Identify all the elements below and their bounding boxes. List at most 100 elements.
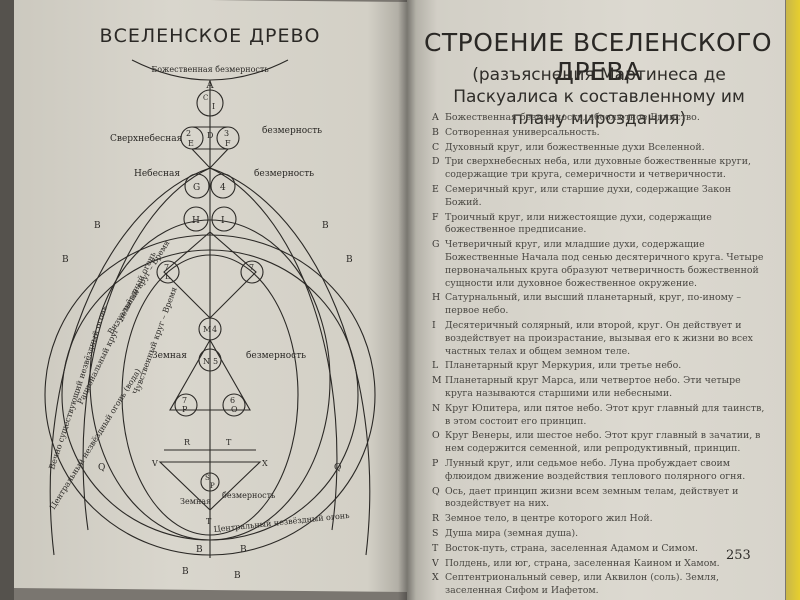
legend-key: C — [432, 141, 440, 153]
letter-B1: B — [94, 221, 101, 231]
letter-D: D — [207, 131, 213, 140]
legend-text: Сатурнальный, или высший планетарный, кр… — [445, 292, 742, 317]
legend-key: H — [432, 292, 441, 304]
number-6: 6 — [230, 396, 235, 405]
circle-S — [200, 472, 220, 492]
legend-item: C Духовный круг, или божественные духи Вс… — [432, 142, 768, 155]
letter-P: P — [182, 405, 188, 414]
circle-L — [156, 260, 180, 284]
legend-key: D — [432, 156, 440, 168]
letter-R: R — [184, 438, 191, 447]
legend-key: M — [432, 375, 442, 387]
circle-I-mid — [211, 206, 237, 232]
letter-C: C — [203, 94, 208, 102]
legend-text: Семеричный круг, или старшие духи, содер… — [445, 183, 732, 208]
legend-key: I — [432, 319, 436, 331]
legend-text: Троичный круг, или нижестоящие духи, сод… — [445, 211, 712, 236]
legend-text: Душа мира (земная душа). — [445, 527, 579, 539]
legend-key: X — [432, 572, 439, 584]
legend-item: Q Ось, дает принцип жизни всем земным тел… — [432, 486, 768, 512]
letter-O: O — [231, 405, 238, 414]
letter-E: E — [188, 139, 194, 148]
letter-G: G — [193, 183, 200, 193]
legend-text: Божественная безмерность, абсолютное Еди… — [445, 112, 700, 123]
label-supra: Сверхнебесная — [110, 133, 183, 144]
circle-sensitive — [121, 254, 299, 536]
legend-text: Земное тело, в центре которого жил Ной. — [445, 513, 653, 525]
letter-T-top: T — [226, 438, 232, 447]
letter-B6: B — [240, 545, 247, 555]
legend-key: G — [432, 239, 440, 251]
legend-text: Восток-путь, страна, заселенная Адамом и… — [445, 542, 698, 554]
legend-text: Планетарный круг Марса, или четвертое не… — [445, 375, 741, 399]
legend-key: Q — [432, 485, 440, 497]
letter-S: S — [205, 474, 210, 482]
triangle-lower — [169, 338, 251, 411]
letter-I-top: I — [212, 102, 215, 111]
top-arc — [131, 59, 289, 81]
label-arc-sensitive: Чувственный круг – Время — [131, 286, 178, 396]
legend-text: Четверичный круг, или младшие духи, соде… — [445, 239, 764, 289]
letter-B3: B — [62, 255, 69, 265]
letter-I-mid: I — [221, 216, 225, 226]
letter-B5: B — [196, 545, 203, 555]
letter-Q1: Q — [98, 463, 105, 473]
book-edge-right — [786, 0, 800, 600]
right-page — [407, 0, 785, 600]
legend-key: E — [432, 183, 439, 195]
number-7-right: 7 — [249, 263, 254, 272]
legend-item: V Полдень, или юг, страна, заселенная Каи… — [432, 558, 768, 571]
triangle-bottom — [158, 461, 262, 511]
letter-B8: B — [234, 571, 241, 581]
circle-large-outer — [44, 234, 376, 556]
number-4-mid: 4 — [212, 325, 217, 334]
circle-P — [174, 393, 198, 417]
book-edge-left — [0, 0, 14, 600]
label-arc-bottom-right: Центральный незвёздный огонь — [213, 511, 350, 534]
book-gutter — [398, 0, 416, 600]
circle-N — [198, 348, 222, 372]
circle-7r — [240, 260, 264, 284]
legend-item: H Сатурнальный, или высший планетарный, к… — [432, 292, 768, 318]
legend-key: F — [432, 211, 439, 223]
letter-N: N — [203, 357, 210, 366]
legend-text: Полдень, или юг, страна, заселенная Каин… — [445, 557, 720, 569]
legend-text: Круг Юпитера, или пятое небо. Этот круг … — [445, 402, 765, 427]
circle-visual — [89, 219, 331, 541]
label-land: Земная — [180, 497, 211, 506]
legend-item: G Четверичный круг, или младшие духи, сод… — [432, 239, 768, 290]
legend-item: F Троичный круг, или нижестоящие духи, со… — [432, 212, 768, 238]
legend-text: Духовный круг, или божественные духи Все… — [445, 141, 705, 153]
letter-Q2: Q — [334, 463, 341, 473]
legend-title: СТРОЕНИЕ ВСЕЛЕНСКОГО ДРЕВА — [423, 28, 773, 86]
universal-tree-diagram: ВСЕЛЕНСКОЕ ДРЕВО Божественная безмерност… — [44, 25, 376, 581]
legend-text: Септентриональный север, или Аквилон (со… — [445, 572, 719, 597]
number-3: 3 — [224, 129, 229, 138]
letter-M: M — [203, 325, 211, 334]
legend-key: O — [432, 430, 440, 442]
letter-X: X — [262, 459, 268, 468]
legend-key: V — [432, 557, 439, 569]
diagram-title: ВСЕЛЕНСКОЕ ДРЕВО — [100, 25, 321, 47]
page-number: 253 — [726, 548, 751, 563]
circle-C — [196, 89, 224, 117]
letter-L: L — [165, 272, 171, 281]
number-5: 5 — [213, 357, 218, 366]
label-earthly-right: безмерность — [246, 350, 306, 361]
circle-4 — [210, 173, 236, 199]
letter-B2: B — [322, 221, 329, 231]
circle-G — [184, 173, 210, 199]
legend-text: Ось, дает принцип жизни всем земным тела… — [445, 485, 739, 510]
letter-H: H — [192, 216, 200, 226]
